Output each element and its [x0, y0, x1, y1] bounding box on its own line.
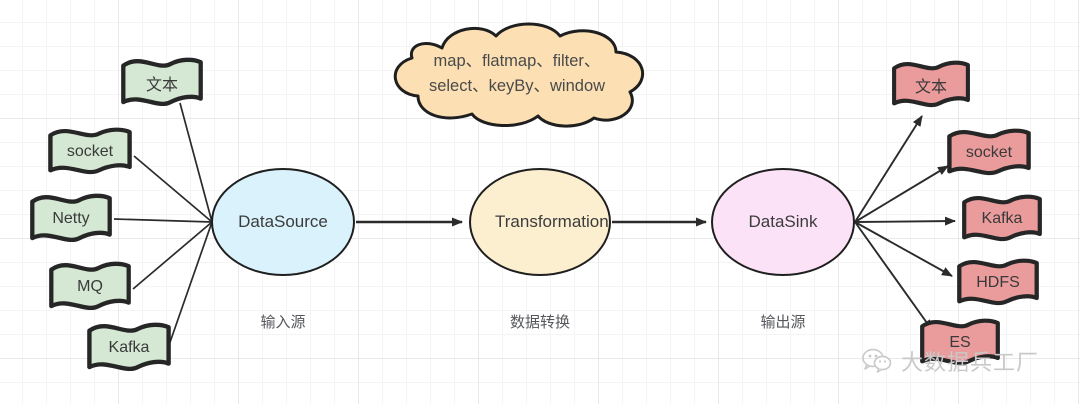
caption-input-source: 输入源: [260, 314, 306, 331]
caption-transform: 数据转换: [509, 314, 570, 331]
stage-transformation[interactable]: Transformation: [469, 168, 611, 276]
input-fan-lines: [113, 102, 213, 349]
stage-datasink-label: DataSink: [748, 212, 818, 232]
output-flag-socket[interactable]: socket: [945, 128, 1033, 178]
input-flag-mq[interactable]: MQ: [47, 261, 133, 313]
stage-transformation-label: Transformation: [495, 212, 609, 232]
flag-shape: [920, 318, 1000, 366]
input-flag-kafka[interactable]: Kafka: [85, 322, 173, 374]
input-flag-netty[interactable]: Netty: [28, 193, 114, 245]
output-flag-hdfs[interactable]: HDFS: [955, 258, 1041, 308]
flag-shape: [957, 258, 1039, 306]
stage-datasource[interactable]: DataSource: [211, 168, 355, 276]
watermark: 大数据兵工厂: [862, 345, 1039, 377]
flag-shape: [962, 194, 1042, 242]
flag-shape: [892, 60, 970, 108]
input-flag-socket[interactable]: socket: [46, 127, 134, 177]
input-flag-text[interactable]: 文本: [119, 57, 205, 109]
flag-shape: [30, 193, 112, 242]
flag-shape: [48, 127, 132, 175]
flag-shape: [947, 128, 1031, 176]
output-flag-kafka[interactable]: Kafka: [960, 194, 1044, 244]
stage-datasink[interactable]: DataSink: [711, 168, 855, 276]
cloud-text: map、flatmap、filter、 select、keyBy、window: [378, 18, 656, 130]
output-flag-text[interactable]: 文本: [890, 60, 972, 110]
caption-output-sink: 输出源: [760, 314, 806, 331]
flag-shape: [121, 57, 203, 106]
flag-shape: [49, 261, 131, 310]
flag-shape: [87, 322, 171, 371]
cloud-line-1: map、flatmap、filter、: [433, 52, 601, 71]
watermark-text: 大数据兵工厂: [901, 351, 1040, 376]
output-fan-lines: [854, 115, 956, 331]
operators-cloud: map、flatmap、filter、 select、keyBy、window: [378, 18, 656, 130]
wechat-icon: [862, 348, 892, 373]
cloud-shape: [393, 22, 644, 128]
stage-datasource-label: DataSource: [238, 212, 328, 232]
cloud-line-2: select、keyBy、window: [428, 77, 606, 95]
